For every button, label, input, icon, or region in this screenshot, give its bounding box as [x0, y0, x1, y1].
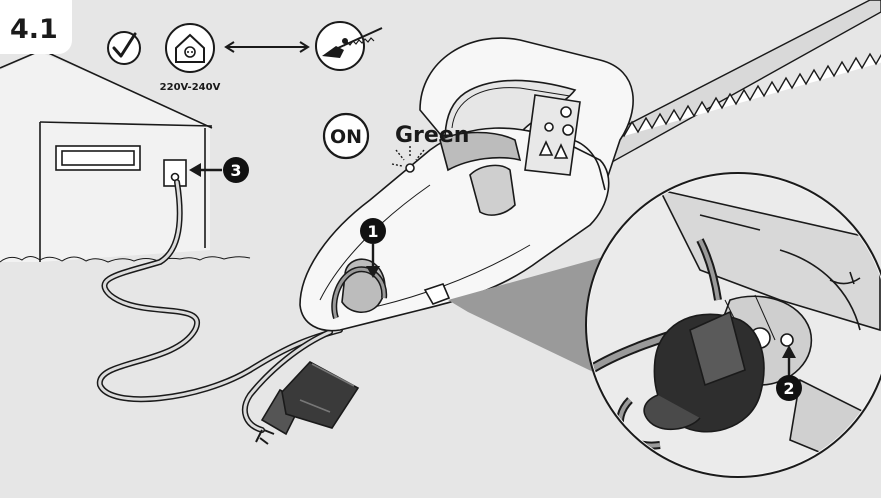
- trimmer-blade: [596, 0, 881, 163]
- status-light: [405, 163, 415, 173]
- icon-row: [107, 21, 383, 73]
- control-panel: [524, 94, 581, 176]
- zoom-wedge: [448, 255, 610, 380]
- check-circle-icon: [107, 31, 141, 65]
- callout-3-number: 3: [230, 161, 241, 180]
- extension-cable: [96, 179, 343, 433]
- house-window: [55, 145, 141, 171]
- cable-connector: [255, 361, 360, 445]
- hedge-trimmer-icon: [315, 21, 383, 71]
- voltage-label: 220V-240V: [160, 82, 221, 93]
- machine-socket: [423, 283, 451, 305]
- callout-3: 3: [189, 157, 249, 183]
- detail-zoom-circle: [585, 172, 881, 478]
- light-rays: [391, 146, 425, 167]
- step-tab: 4.1: [0, 0, 72, 54]
- hedge-trimmer-body: [299, 37, 634, 332]
- light-color-label: Green: [395, 123, 469, 148]
- callout-1-number: 1: [367, 222, 378, 241]
- callout-1: 1: [360, 218, 386, 278]
- on-label: ON: [330, 126, 362, 148]
- house-outlet-icon: [165, 23, 215, 73]
- step-number: 4.1: [10, 14, 58, 45]
- callout-2: 2: [776, 345, 802, 401]
- grass-line: [0, 256, 251, 263]
- blade-teeth: [609, 52, 881, 141]
- house: [0, 49, 251, 263]
- double-arrow-icon: [224, 41, 310, 53]
- callout-2-number: 2: [783, 379, 794, 398]
- on-badge: ON: [322, 112, 370, 160]
